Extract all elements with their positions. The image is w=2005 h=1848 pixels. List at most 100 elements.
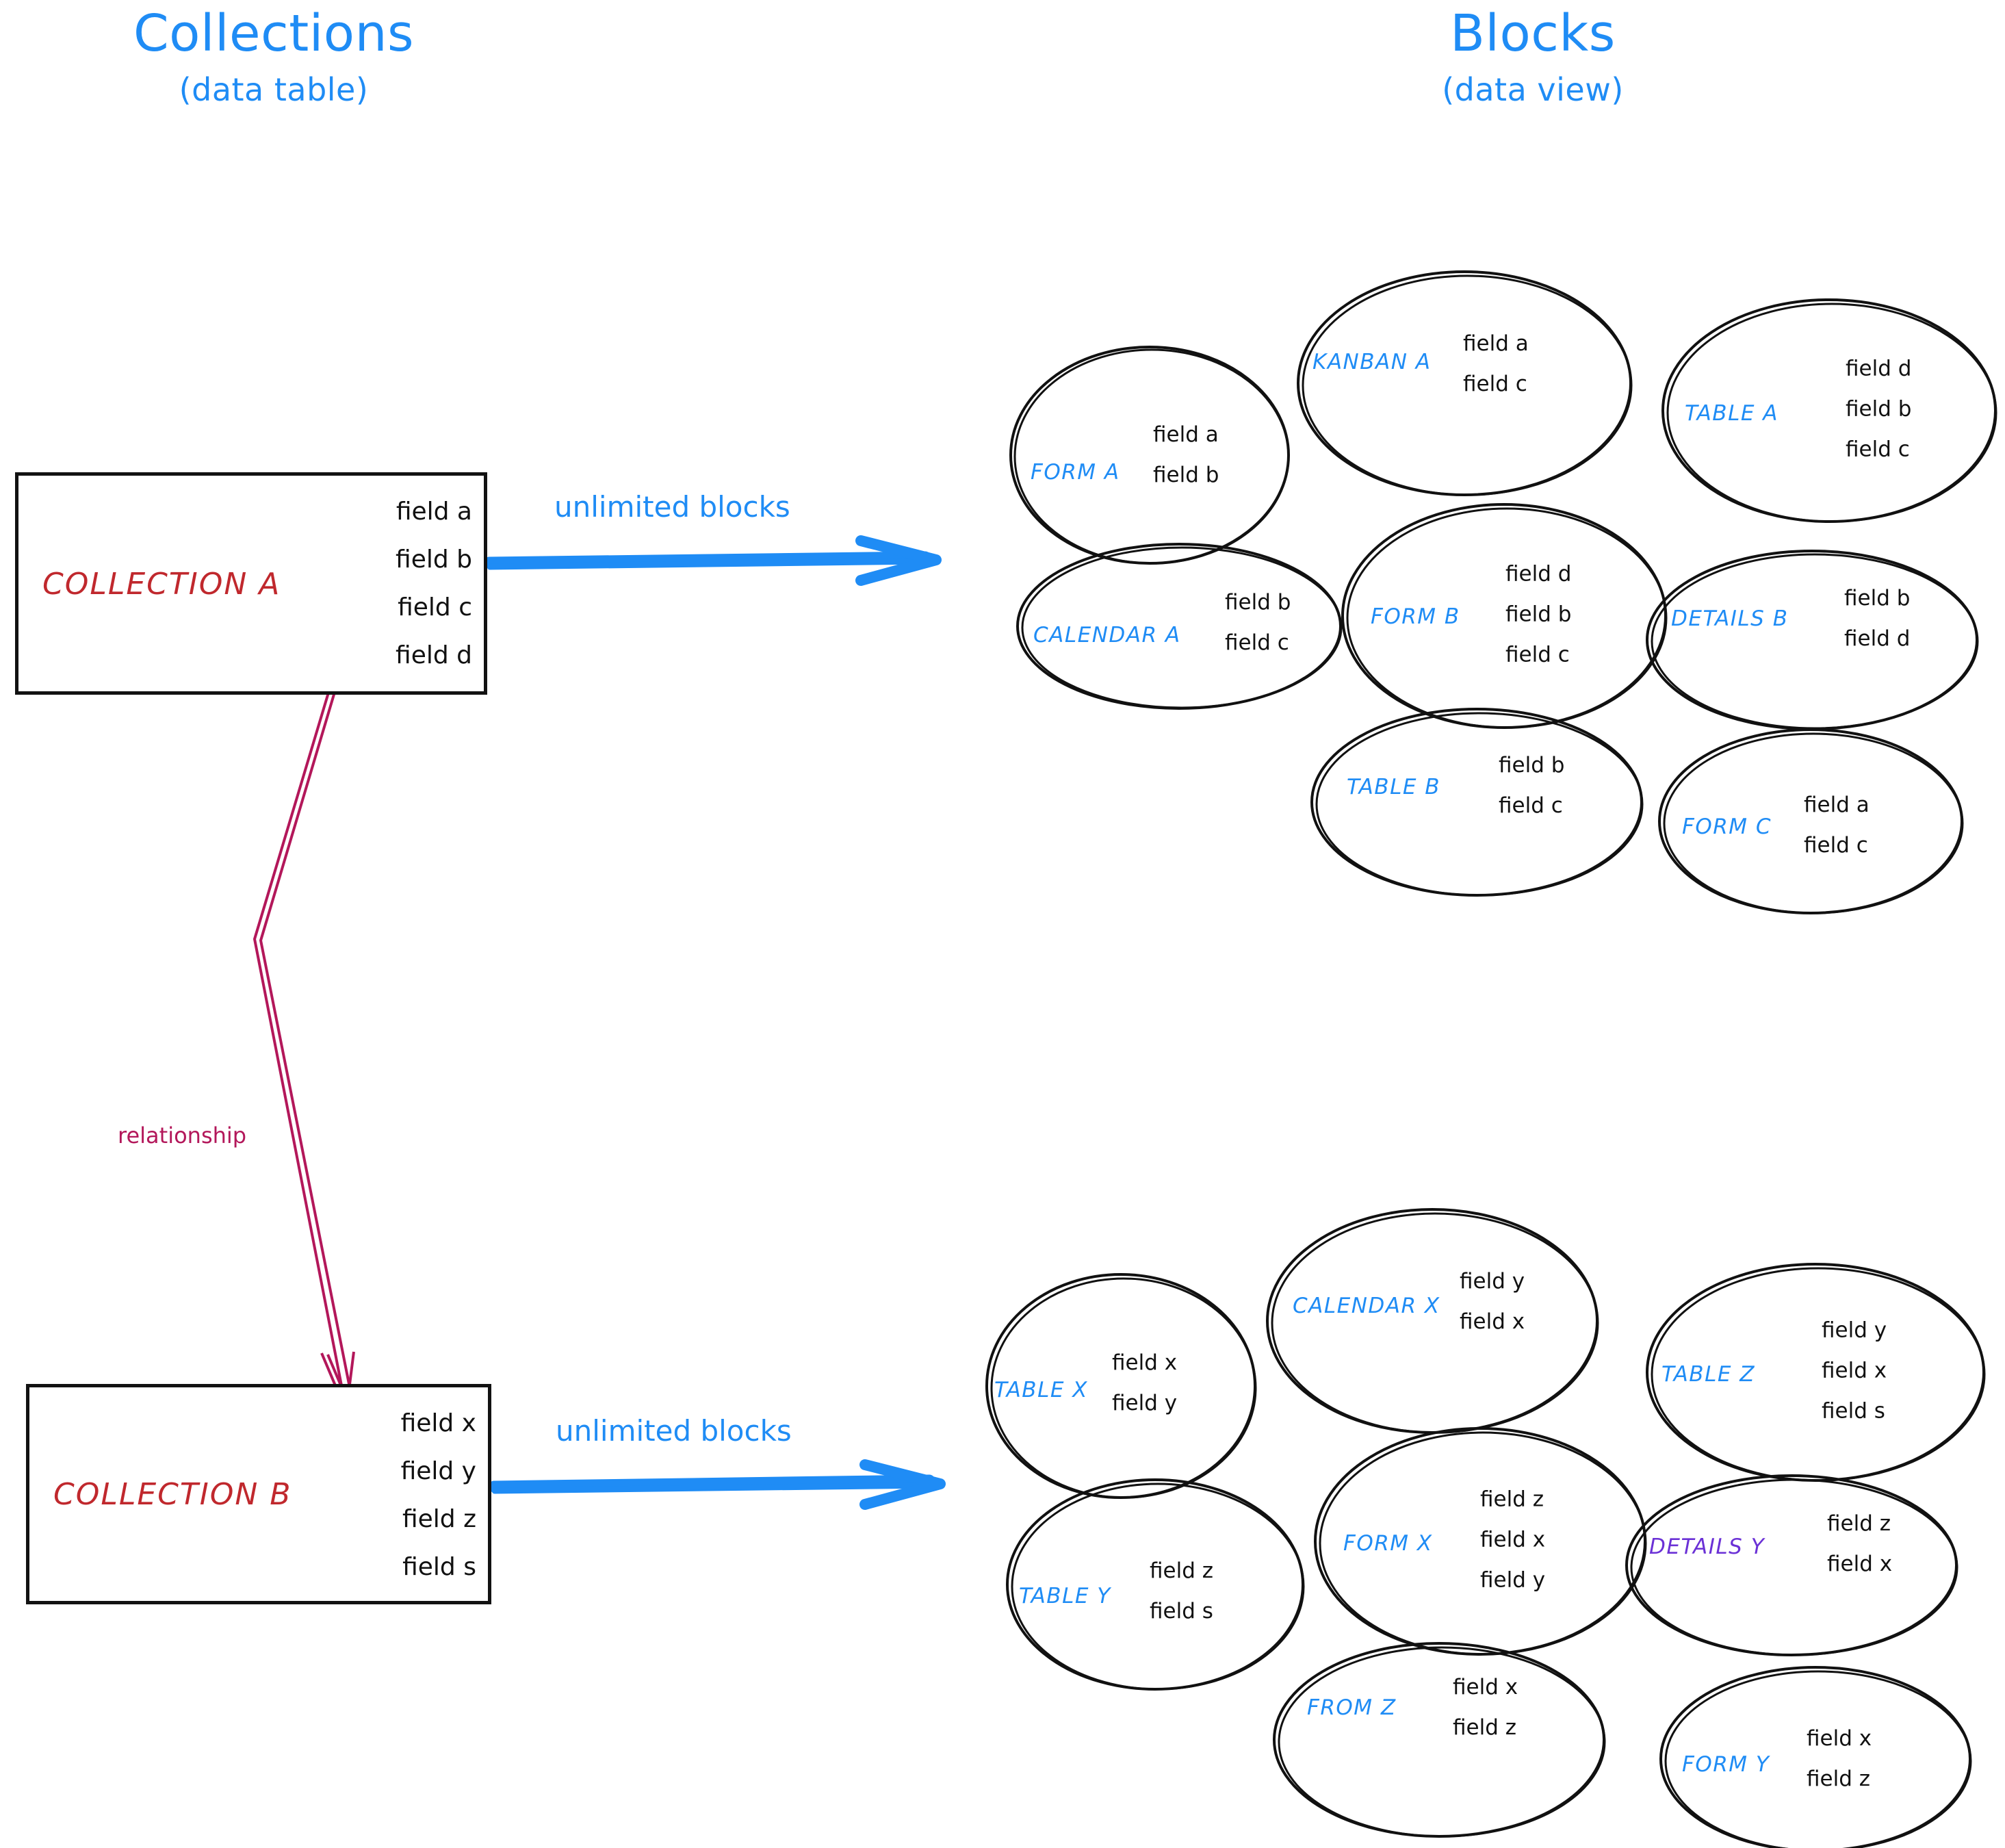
collection-a-fields: field a field b field c field d (226, 500, 472, 668)
block-field: field s (1150, 1599, 1213, 1624)
block-field: field b (1153, 463, 1219, 487)
block-form-y[interactable]: FORM Y field x field z (1656, 1663, 1978, 1848)
block-fields: field a field c (1804, 795, 1870, 856)
unlimited-blocks-arrow-bottom (488, 1459, 946, 1510)
ellipse-shape (985, 1273, 1257, 1499)
block-label: TABLE Y (1019, 1584, 1111, 1608)
block-field: field z (1453, 1715, 1517, 1740)
block-table-y[interactable]: TABLE Y field z field s (1002, 1475, 1310, 1694)
block-calendar-a[interactable]: CALENDAR A field b field c (1013, 541, 1348, 712)
block-field: field y (1480, 1567, 1546, 1593)
block-field: field z (1807, 1767, 1871, 1791)
ellipse-shape (1658, 728, 1964, 914)
block-field: field x (1822, 1358, 1887, 1383)
collection-b-title: COLLECTION B (53, 1477, 292, 1512)
block-calendar-x[interactable]: CALENDAR X field y field x (1263, 1205, 1605, 1437)
block-field: field c (1463, 372, 1527, 396)
block-field: field b (1499, 753, 1565, 778)
unlimited-blocks-arrow-top (483, 535, 942, 586)
collection-a-title: COLLECTION A (42, 567, 281, 602)
block-fields: field y field x (1460, 1271, 1525, 1333)
collection-b-fields: field x field y field z field s (230, 1411, 476, 1580)
block-form-c[interactable]: FORM C field a field c (1655, 726, 1969, 917)
block-field: field b (1846, 396, 1912, 422)
block-label: FORM X (1343, 1531, 1433, 1556)
block-label: DETAILS B (1671, 606, 1789, 631)
block-kanban-a[interactable]: KANBAN A field a field c (1293, 267, 1635, 500)
block-field: field z (1150, 1558, 1214, 1583)
block-label: FORM A (1031, 460, 1120, 485)
ellipse-shape (1314, 1427, 1647, 1656)
ellipse-shape (1341, 503, 1668, 729)
block-fields: field b field d (1844, 588, 1910, 650)
block-field: field a (1463, 331, 1529, 356)
block-field: field z (1827, 1511, 1891, 1536)
block-field: field b (1225, 590, 1291, 615)
block-field: field b (1505, 602, 1572, 627)
block-label: FORM Y (1682, 1752, 1770, 1777)
block-field: field a (1153, 422, 1219, 447)
block-fields: field z field x field y (1480, 1489, 1545, 1591)
block-details-y[interactable]: DETAILS Y field z field x (1622, 1472, 1964, 1660)
block-fields: field z field s (1150, 1561, 1213, 1622)
block-field: field z (1480, 1487, 1544, 1512)
collection-a-field: field b (396, 546, 472, 574)
collection-a-field: field a (396, 498, 472, 526)
unlimited-blocks-label-top: unlimited blocks (554, 490, 790, 524)
block-form-x[interactable]: FORM X field z field x field y (1310, 1424, 1653, 1660)
ellipse-shape (1659, 1666, 1972, 1848)
block-field: field y (1822, 1318, 1887, 1343)
ellipse-shape (1646, 550, 1979, 730)
block-field: field c (1804, 833, 1868, 858)
block-fields: field z field x (1827, 1513, 1892, 1575)
collection-b-field: field z (402, 1505, 476, 1533)
block-field: field d (1844, 626, 1911, 651)
unlimited-blocks-label-bottom: unlimited blocks (556, 1414, 792, 1448)
block-fields: field a field b (1153, 424, 1219, 486)
ellipse-shape (1310, 708, 1644, 897)
ellipse-shape (1661, 298, 1997, 523)
heading-collections-subtitle: (data table) (179, 71, 369, 108)
block-label: DETAILS Y (1649, 1535, 1765, 1559)
block-fields: field x field y (1112, 1352, 1177, 1414)
ellipse-shape (1273, 1642, 1606, 1838)
collection-a-field: field d (396, 641, 472, 669)
block-field: field x (1453, 1675, 1518, 1699)
block-label: TABLE A (1685, 401, 1778, 426)
block-field: field c (1499, 793, 1563, 818)
block-field: field x (1480, 1527, 1546, 1552)
block-label: TABLE X (994, 1378, 1089, 1402)
collection-b-field: field s (402, 1553, 476, 1581)
collection-b-field: field y (400, 1457, 476, 1485)
block-details-b[interactable]: DETAILS B field b field d (1642, 548, 1984, 732)
block-field: field c (1505, 642, 1570, 667)
heading-blocks-title: Blocks (1450, 4, 1616, 63)
block-table-b[interactable]: TABLE B field b field c (1307, 705, 1649, 900)
collection-a-box[interactable] (15, 472, 487, 695)
block-field: field x (1807, 1726, 1872, 1751)
ellipse-shape (1009, 346, 1290, 565)
block-label: TABLE Z (1661, 1362, 1756, 1387)
block-table-a[interactable]: TABLE A field d field b field c (1656, 294, 2005, 527)
block-from-z[interactable]: FROM Z field x field z (1269, 1639, 1612, 1841)
heading-blocks-subtitle: (data view) (1442, 71, 1624, 108)
block-form-b[interactable]: FORM B field d field b field c (1338, 500, 1673, 732)
block-field: field x (1460, 1309, 1525, 1334)
block-field: field c (1225, 630, 1289, 655)
block-label: FORM B (1371, 604, 1460, 629)
block-field: field y (1460, 1269, 1525, 1294)
collection-b-box[interactable] (26, 1384, 491, 1604)
ellipse-shape (1297, 270, 1633, 496)
heading-blocks: Blocks (data view) (1286, 8, 1779, 105)
ellipse-shape (1016, 543, 1343, 710)
block-table-x[interactable]: TABLE X field x field y (982, 1270, 1263, 1502)
block-field: field d (1505, 561, 1572, 587)
block-form-a[interactable]: FORM A field a field b (1006, 342, 1293, 568)
ellipse-shape (1006, 1478, 1305, 1691)
ellipse-shape (1266, 1208, 1599, 1434)
block-label: FORM C (1682, 814, 1772, 839)
block-field: field c (1846, 437, 1910, 462)
block-label: KANBAN A (1312, 350, 1432, 374)
block-table-z[interactable]: TABLE Z field y field x field s (1642, 1259, 1991, 1485)
block-fields: field a field c (1463, 333, 1529, 395)
